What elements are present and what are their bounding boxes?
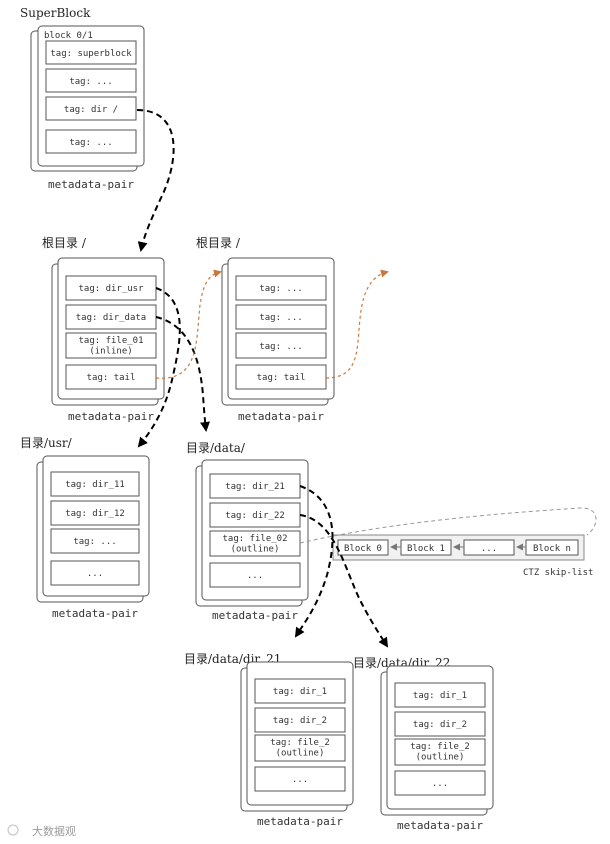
dir22-cell-2-text: tag: file_2(outline) [410,742,470,762]
data-cell-1-text: tag: dir_22 [225,511,285,521]
superblock-cell-0-text: tag: superblock [50,49,132,59]
superblock-cell-3 [45,129,137,154]
superblock-block-label: block 0/1 [44,31,93,41]
superblock-cell-0 [45,40,137,65]
root-a-cells: tag: dir_usr tag: dir_data tag: file_01(… [65,275,157,390]
arrow-file02-to-skiplist [299,507,597,544]
arrow-data-to-dir21 [294,485,334,638]
arrow-data-to-dir22 [299,514,389,648]
watermark-text: 大数据观 [32,824,76,838]
data-cell-2 [209,530,301,557]
data-caption: metadata-pair [212,609,298,622]
arrow-root-b-tail-next [325,269,389,379]
dir21-cell-3-text: ... [292,775,308,785]
root-a-caption: metadata-pair [68,410,154,423]
dir22-cell-1-text: tag: dir_2 [413,720,467,730]
superblock-cell-2 [45,96,137,121]
superblock-title: SuperBlock [20,6,91,20]
data-cells: tag: dir_21 tag: dir_22 tag: file_02(out… [209,473,301,588]
arrow-root-a-tail-to-root-b [155,269,222,379]
skiplist-block-3-text: Block n [533,544,571,554]
arrow-root-to-data [155,316,210,432]
root-b-cell-2-text: tag: ... [259,342,302,352]
superblock-cell-3-text: tag: ... [69,138,112,148]
dir22-cell-3-text: ... [432,779,448,789]
data-title: 目录/data/ [186,441,246,455]
dir22-cell-1 [394,711,486,737]
usr-cell-3 [50,560,140,586]
arrow-root-to-usr [137,287,181,448]
dir22-cell-0 [394,682,486,708]
dir21-cell-0-text: tag: dir_1 [273,687,327,697]
watermark-logo-icon [7,824,19,836]
root-a-cell-1 [65,304,157,330]
root-b-caption: metadata-pair [238,410,324,423]
root-a-cell-1-text: tag: dir_data [76,313,146,323]
dir21-cell-3 [254,766,346,792]
dir22-cell-0-text: tag: dir_1 [413,691,467,701]
superblock-cell-1-text: tag: ... [69,77,112,87]
root-b-cell-0 [235,275,327,301]
superblock-cell-2-text: tag: dir / [64,105,118,115]
root-b-cell-3-text: tag: tail [257,373,306,383]
root-b-cell-1-text: tag: ... [259,313,302,323]
usr-cell-1-text: tag: dir_12 [65,509,125,519]
root-a-cell-3-text: tag: tail [87,373,136,383]
root-b-cell-1 [235,304,327,330]
root-b-cell-3 [235,364,327,390]
root-a-cell-2 [65,332,157,359]
dir22-cells: tag: dir_1 tag: dir_2 tag: file_2(outlin… [394,682,486,796]
data-cell-3 [209,562,301,588]
usr-caption: metadata-pair [52,607,138,620]
dir21-cell-2-text: tag: file_2(outline) [270,738,330,758]
root-a-cell-2-text: tag: file_01(inline) [78,336,143,356]
dir22-cell-2 [394,738,486,766]
root-a-cell-0-text: tag: dir_usr [78,284,144,294]
dir22-caption: metadata-pair [397,819,483,832]
usr-cells: tag: dir_11 tag: dir_12 tag: ... ... [50,471,140,586]
dir21-cell-2 [254,734,346,762]
superblock-cells: tag: superblock tag: ... tag: dir / tag:… [45,40,137,154]
root-b-cell-2 [235,332,327,359]
dir21-cell-1 [254,707,346,733]
skiplist-caption: CTZ skip-list [523,568,593,578]
dir21-cells: tag: dir_1 tag: dir_2 tag: file_2(outlin… [254,678,346,792]
usr-cell-3-text: ... [87,569,103,579]
superblock-cell-1 [45,68,137,93]
skiplist-block-2-text: ... [481,544,497,554]
skiplist-block-0-text: Block 0 [344,544,382,554]
usr-cell-1 [50,500,140,526]
dir21-cell-1-text: tag: dir_2 [273,716,327,726]
root-a-cell-0 [65,275,157,301]
data-cell-2-text: tag: file_02(outline) [222,534,287,554]
usr-cell-2 [50,528,140,554]
usr-title: 目录/usr/ [20,436,73,450]
dir21-cell-0 [254,678,346,704]
root-b-title: 根目录 / [196,236,241,250]
data-cell-3-text: ... [247,571,263,581]
usr-cell-2-text: tag: ... [73,537,116,547]
dir22-cell-3 [394,770,486,796]
watermark: 大数据观 [7,824,76,838]
skiplist: Block 0 Block 1 ... Block n [332,534,585,561]
data-cell-0-text: tag: dir_21 [225,482,285,492]
root-a-cell-3 [65,364,157,390]
data-cell-1 [209,502,301,528]
root-b-cell-0-text: tag: ... [259,284,302,294]
dir21-caption: metadata-pair [257,815,343,828]
superblock-caption: metadata-pair [48,178,134,191]
usr-cell-0-text: tag: dir_11 [65,480,125,490]
skiplist-block-1-text: Block 1 [407,544,445,554]
usr-cell-0 [50,471,140,497]
root-b-cells: tag: ... tag: ... tag: ... tag: tail [235,275,327,390]
root-a-title: 根目录 / [42,236,87,250]
arrow-superblock-to-root [136,109,175,252]
